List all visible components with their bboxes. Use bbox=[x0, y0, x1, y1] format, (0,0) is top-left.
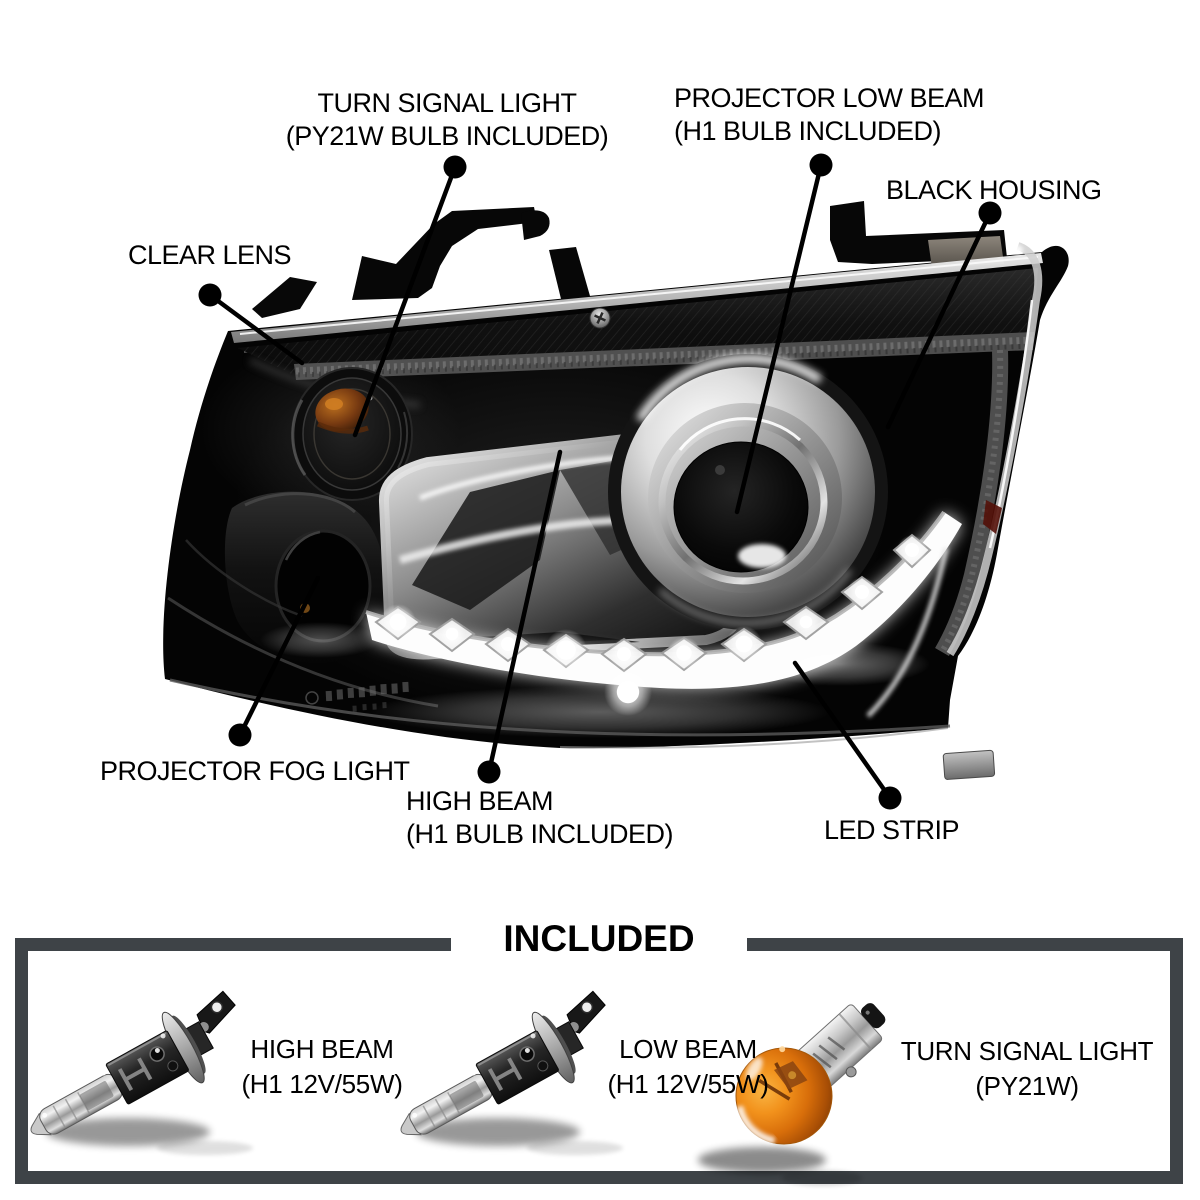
callout-turn-signal: TURN SIGNAL LIGHT (PY21W BULB INCLUDED) bbox=[257, 87, 637, 153]
bracket-gray-block bbox=[928, 236, 1004, 268]
lens-cert-markings bbox=[305, 681, 409, 712]
callout-high-beam-line1: HIGH BEAM bbox=[406, 786, 554, 816]
callout-clear-lens: CLEAR LENS bbox=[128, 240, 292, 270]
callout-low-beam-line2: (H1 BULB INCLUDED) bbox=[674, 116, 942, 146]
callout-high-beam-line2: (H1 BULB INCLUDED) bbox=[406, 819, 674, 849]
mount-bracket-right bbox=[830, 201, 1007, 264]
callout-low-beam-line1: PROJECTOR LOW BEAM bbox=[674, 83, 985, 113]
leader-fog-light bbox=[237, 575, 321, 738]
clear-lens-edge bbox=[231, 253, 1043, 343]
included-low-beam-line1: LOW BEAM bbox=[619, 1034, 757, 1064]
callout-projector-low-beam: PROJECTOR LOW BEAM (H1 BULB INCLUDED) bbox=[674, 82, 985, 148]
lower-mount-clip bbox=[942, 749, 996, 780]
callout-turn-signal-line1: TURN SIGNAL LIGHT bbox=[317, 88, 577, 118]
foam-seal-strip bbox=[294, 332, 1034, 657]
included-item-turn-signal-label: TURN SIGNAL LIGHT (PY21W) bbox=[887, 1034, 1167, 1104]
callout-high-beam: HIGH BEAM (H1 BULB INCLUDED) bbox=[406, 785, 674, 851]
callout-leader-lines bbox=[207, 162, 993, 801]
leader-turn-signal bbox=[352, 164, 458, 438]
callout-led-strip: LED STRIP bbox=[824, 815, 960, 845]
turn-signal-light bbox=[291, 367, 413, 501]
side-reflector-sliver bbox=[983, 500, 1002, 534]
mount-bracket-left bbox=[352, 207, 537, 300]
projector-fog-light bbox=[167, 491, 439, 708]
included-low-beam-line2: (H1 12V/55W) bbox=[607, 1069, 769, 1099]
included-turn-signal-line1: TURN SIGNAL LIGHT bbox=[900, 1036, 1154, 1066]
callout-projector-fog-light: PROJECTOR FOG LIGHT bbox=[100, 756, 410, 786]
projector-low-beam bbox=[608, 354, 888, 630]
left-corner-wing bbox=[252, 277, 317, 318]
headlight-body bbox=[163, 201, 1069, 780]
high-beam-reflector bbox=[379, 432, 746, 660]
callout-turn-signal-line2: (PY21W BULB INCLUDED) bbox=[285, 121, 609, 151]
leader-clear-lens bbox=[207, 292, 305, 366]
included-high-beam-line2: (H1 12V/55W) bbox=[241, 1069, 403, 1099]
callout-dots bbox=[198, 153, 1002, 810]
leader-black-housing bbox=[885, 210, 993, 430]
leader-low-beam bbox=[734, 162, 824, 515]
included-turn-signal-line2: (PY21W) bbox=[975, 1071, 1079, 1101]
leader-high-beam bbox=[486, 449, 563, 775]
included-high-beam-line1: HIGH BEAM bbox=[250, 1034, 394, 1064]
callout-black-housing: BLACK HOUSING bbox=[886, 175, 1102, 205]
included-section-title: INCLUDED bbox=[451, 917, 747, 961]
adjuster-screw bbox=[589, 307, 611, 329]
lens-rim-highlights bbox=[169, 242, 1043, 749]
leader-led-strip bbox=[792, 660, 893, 801]
included-item-high-beam-label: HIGH BEAM (H1 12V/55W) bbox=[232, 1032, 412, 1102]
included-item-low-beam-label: LOW BEAM (H1 12V/55W) bbox=[598, 1032, 778, 1102]
led-strip bbox=[260, 510, 962, 738]
